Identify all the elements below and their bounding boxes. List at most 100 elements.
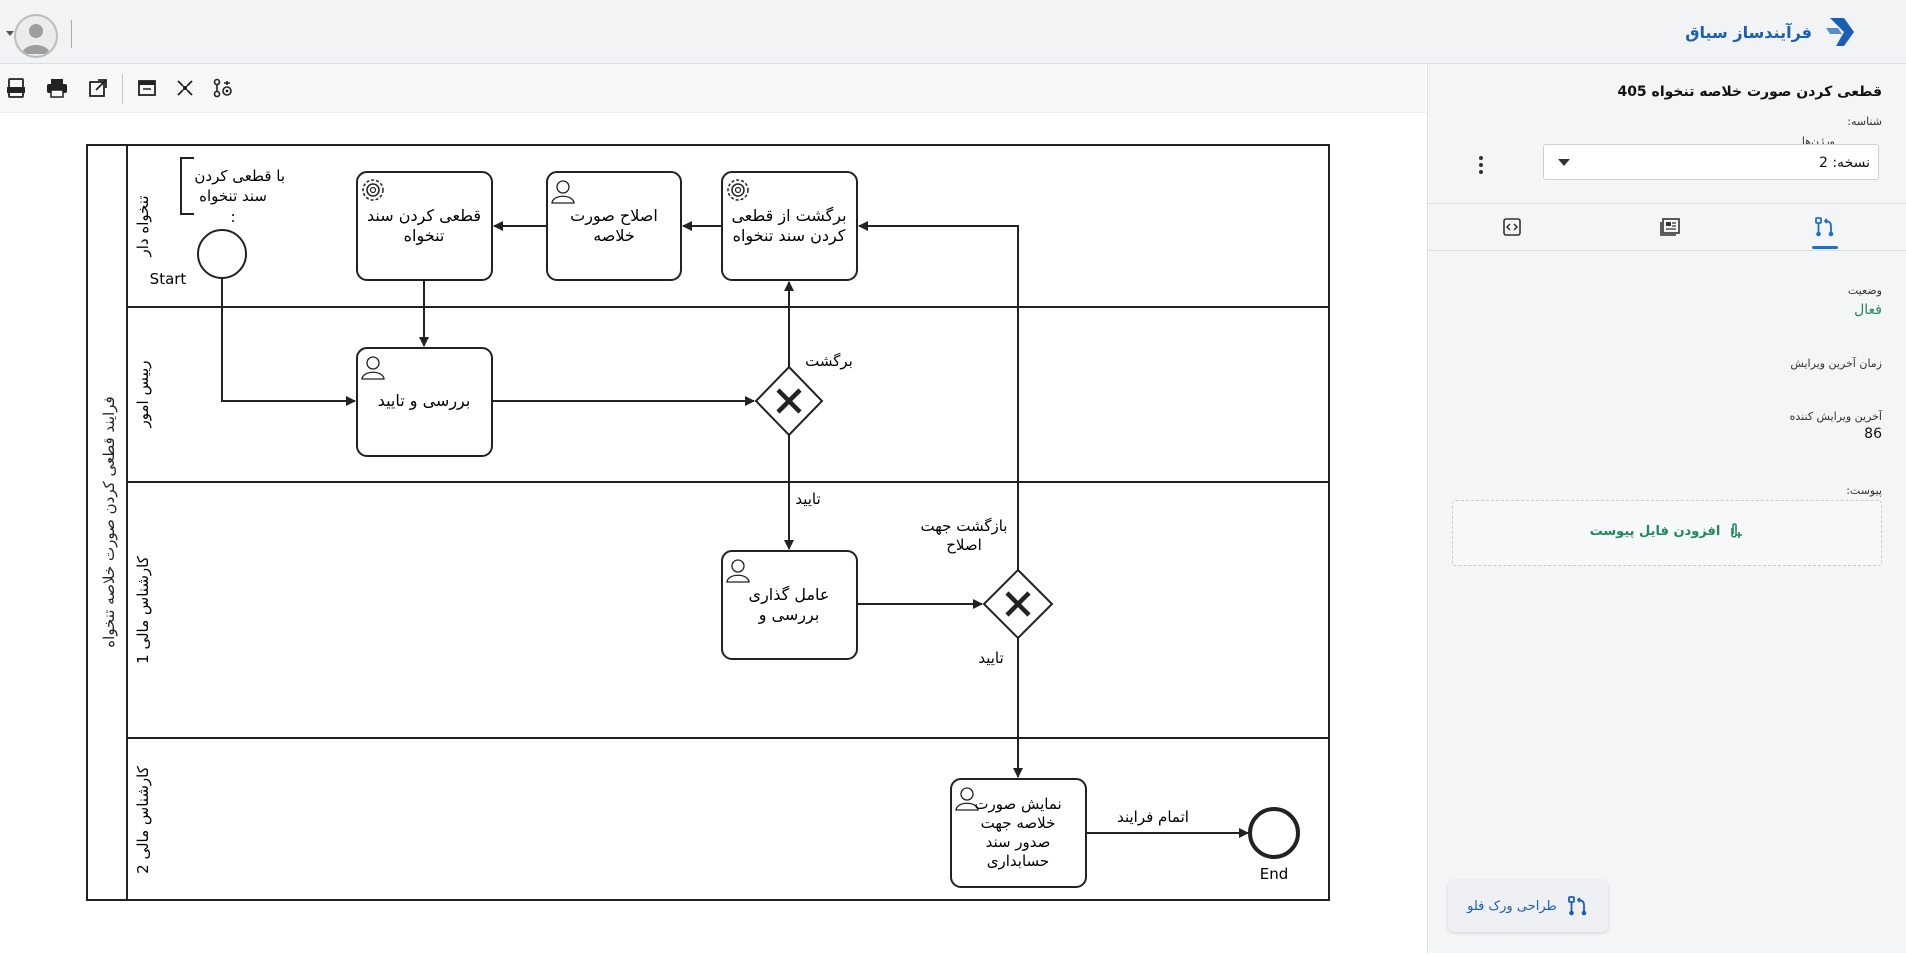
attach-icon [1731,523,1743,538]
svg-text:نمایش صورت: نمایش صورت [974,795,1061,813]
settings-flow-icon [213,78,232,98]
lane-label-1: تنخواه دار [134,195,152,257]
diagram-canvas[interactable]: فرایند قطعی کردن صورت خلاصه تنخواه تنخوا… [0,113,1426,953]
end-event[interactable] [1248,807,1300,859]
tab-code[interactable] [1499,214,1525,240]
design-workflow-button[interactable]: طراحی ورک فلو [1448,880,1608,932]
text-annotation[interactable]: با قطعی کردن سند تنخواه : [180,157,285,226]
service-task-gear-icon [727,179,749,201]
gateway-financial[interactable] [982,568,1054,640]
workflow-design-icon [1567,896,1587,916]
flow-label-return-fix-2: اصلاح [946,536,982,554]
details-card-icon [1660,218,1680,236]
start-event-label: Start [150,270,187,288]
design-workflow-label: طراحی ورک فلو [1467,898,1557,914]
svg-text:برگشت از قطعی: برگشت از قطعی [731,206,846,226]
sequence-flows [221,221,1249,838]
user-task-icon [361,356,385,380]
flow-label-approve-2: تایید [978,649,1003,667]
version-select[interactable]: نسخه: 2 [1543,144,1879,180]
top-bar: فرآیندساز سیاق [0,0,1906,64]
user-icon [22,24,50,54]
pool [86,144,1330,901]
add-attachment-label: افزودن فایل پیوست [1589,523,1721,539]
end-event-label: End [1260,865,1289,883]
open-external-button[interactable] [86,76,110,100]
print-icon [47,79,67,98]
brand[interactable]: فرآیندساز سیاق [1685,14,1858,50]
last-editor-value: 86 [1864,426,1882,442]
gateway-review[interactable] [754,365,824,437]
last-edit-time-label: زمان آخرین ویرایش [1790,357,1882,370]
task-display[interactable]: نمایش صورت خلاصه جهت صدور سند حسابداری [950,778,1087,888]
last-editor-label: آخرین ویرایش کننده [1789,410,1882,423]
svg-text:خلاصه جهت: خلاصه جهت [981,814,1056,832]
svg-text:بررسی و: بررسی و [758,605,820,625]
task-finalize[interactable]: قطعی کردن سند تنخواه [356,171,493,281]
service-task-gear-icon [362,179,384,201]
pool-label: فرایند قطعی کردن صورت خلاصه تنخواه [100,396,118,647]
status-value: فعال [1854,302,1882,318]
diagram-toolbar [0,64,1426,113]
status-label: وضعیت [1847,284,1882,297]
sidebar-header: قطعی کردن صورت خلاصه تنخواه 405 شناسه: و… [1428,64,1906,202]
flow-label-return: برگشت [805,352,853,370]
svg-text:حسابداری: حسابداری [987,852,1049,870]
svg-text:کردن سند تنخواه: کردن سند تنخواه [733,226,846,246]
tab-details[interactable] [1657,214,1683,240]
properties-sidebar: قطعی کردن صورت خلاصه تنخواه 405 شناسه: و… [1427,64,1906,953]
layout-button[interactable] [135,76,159,100]
brand-name: فرآیندساز سیاق [1685,22,1812,42]
user-task-icon [726,559,750,583]
sidebar-tabs [1428,203,1906,251]
chevron-down-icon [1558,159,1570,166]
flow-label-approve-1: تایید [795,490,820,508]
toolbar-divider [122,74,123,104]
svg-text:سند تنخواه: سند تنخواه [199,187,267,205]
tab-workflow[interactable] [1812,214,1838,240]
task-revert[interactable]: برگشت از قطعی کردن سند تنخواه [721,171,858,281]
user-menu-caret[interactable] [6,31,14,36]
svg-text:بررسی و تایید: بررسی و تایید [378,391,471,411]
task-correct[interactable]: اصلاح صورت خلاصه [546,171,682,281]
start-event[interactable] [197,229,247,279]
more-options-icon[interactable] [1479,156,1483,174]
task-review[interactable]: بررسی و تایید [356,347,493,457]
export-xml-button[interactable] [4,76,28,100]
print-button[interactable] [45,76,69,100]
user-task-icon [955,787,979,811]
flow-label-return-fix-1: بازگشت جهت [921,517,1008,535]
export-icon [7,78,25,98]
flow-settings-button[interactable] [211,76,235,100]
bpmn-diagram: فرایند قطعی کردن صورت خلاصه تنخواه تنخوا… [86,144,1330,901]
layout-icon [138,80,156,96]
lane-dividers [127,306,1329,739]
lane-label-2: رییس امور [134,360,152,428]
user-avatar[interactable] [14,14,58,58]
svg-text:عامل گذاری: عامل گذاری [749,585,830,605]
topbar-divider [71,20,72,48]
user-task-icon [551,180,575,204]
collapse-button[interactable] [173,76,197,100]
lane-label-3: کارشناس مالی 1 [134,555,152,664]
version-select-value: نسخه: 2 [1818,155,1870,171]
svg-text:خلاصه: خلاصه [593,226,635,245]
flow-label-finish: اتمام فرایند [1117,808,1189,826]
svg-text:تنخواه: تنخواه [404,226,445,246]
collapse-icon [177,80,193,96]
svg-text:اصلاح صورت: اصلاح صورت [570,206,658,226]
task-financial[interactable]: عامل گذاری بررسی و [721,550,858,660]
open-external-icon [89,79,107,97]
svg-text::: : [230,208,235,226]
id-label: شناسه: [1847,115,1882,128]
workflow-icon [1815,217,1834,237]
svg-text:با قطعی کردن: با قطعی کردن [194,167,285,185]
attachment-label: پیوست: [1846,484,1882,497]
active-tab-indicator [1812,246,1838,249]
lane-label-4: کارشناس مالی 2 [134,765,152,874]
add-attachment-dropzone[interactable]: افزودن فایل پیوست [1452,500,1882,566]
svg-text:صدور سند: صدور سند [986,833,1051,851]
process-title: قطعی کردن صورت خلاصه تنخواه 405 [1617,84,1882,100]
code-icon [1503,218,1521,236]
svg-text:قطعی کردن سند: قطعی کردن سند [367,206,481,226]
